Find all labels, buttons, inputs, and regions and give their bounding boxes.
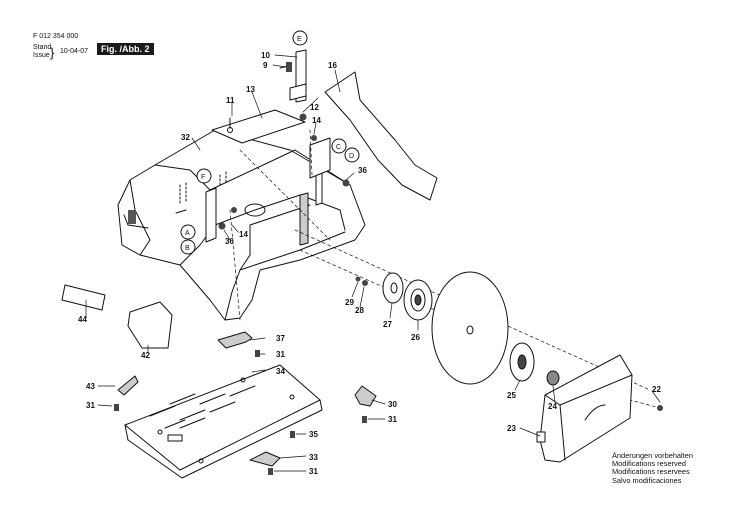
callout-letter: C bbox=[336, 144, 341, 151]
part-label: 23 bbox=[507, 424, 516, 433]
part-label: 24 bbox=[548, 402, 557, 411]
notice-line: Modifications reserved bbox=[612, 459, 686, 469]
part-label: 22 bbox=[652, 385, 661, 394]
callout-letter: F bbox=[201, 174, 205, 181]
part-label: 31 bbox=[309, 467, 318, 476]
small-screws bbox=[114, 350, 367, 475]
callout-letter: A bbox=[185, 230, 190, 237]
part-label: 32 bbox=[181, 133, 190, 142]
guard-16 bbox=[324, 71, 438, 201]
issue-date: 10-04-07 bbox=[60, 48, 89, 55]
clip-43 bbox=[117, 375, 139, 396]
part-number: F 012 354 000 bbox=[33, 33, 79, 40]
flange-26 bbox=[403, 279, 433, 321]
part-label: 30 bbox=[388, 400, 397, 409]
flange-25 bbox=[509, 342, 535, 382]
part-label: 9 bbox=[263, 61, 268, 70]
part-label: 25 bbox=[507, 391, 516, 400]
part-label: 44 bbox=[78, 315, 87, 324]
part-label: 10 bbox=[261, 51, 270, 60]
part-label: 26 bbox=[411, 333, 420, 342]
part-label: 33 bbox=[309, 453, 318, 462]
cutting-blade bbox=[431, 271, 509, 385]
part-label: 14 bbox=[312, 116, 321, 125]
part-label: 37 bbox=[276, 334, 285, 343]
part-label: 27 bbox=[383, 320, 392, 329]
part-label: 42 bbox=[141, 351, 150, 360]
stand-label: Stand bbox=[33, 44, 52, 51]
issue-label: Issue bbox=[33, 52, 50, 59]
clip-37 bbox=[217, 331, 253, 349]
base-plate-34 bbox=[124, 364, 323, 479]
callout-letter: B bbox=[185, 245, 190, 252]
part-label: 36 bbox=[225, 237, 234, 246]
upright-bars bbox=[205, 137, 331, 246]
part-label: 29 bbox=[345, 298, 354, 307]
bracket-10 bbox=[279, 49, 307, 103]
part-label: 35 bbox=[309, 430, 318, 439]
part-label: 36 bbox=[358, 166, 367, 175]
callout-letter: D bbox=[349, 153, 354, 160]
pad-42 bbox=[127, 301, 173, 349]
clip-30 bbox=[354, 385, 377, 407]
part-label: 12 bbox=[310, 103, 319, 112]
pad-44 bbox=[61, 284, 106, 311]
brace-glyph: } bbox=[50, 45, 55, 60]
part-label: 11 bbox=[226, 96, 235, 105]
cover-23 bbox=[536, 354, 633, 463]
plate-13 bbox=[211, 109, 306, 144]
part-label: 34 bbox=[276, 367, 285, 376]
clip-33 bbox=[249, 451, 281, 467]
notice-line: Modifications reservees bbox=[612, 467, 690, 477]
fasteners bbox=[218, 113, 663, 411]
figure-label: Fig. /Abb. 2 bbox=[97, 43, 154, 55]
part-label: 31 bbox=[86, 401, 95, 410]
callout-letter: E bbox=[297, 36, 302, 43]
leader-lines bbox=[85, 54, 661, 472]
part-label: 13 bbox=[246, 85, 255, 94]
notice-line: Änderungen vorbehalten bbox=[612, 451, 693, 460]
washer-27 bbox=[382, 272, 404, 304]
part-label: 14 bbox=[239, 230, 248, 239]
part-label: 28 bbox=[355, 306, 364, 315]
part-label: 31 bbox=[388, 415, 397, 424]
part-label: 16 bbox=[328, 61, 337, 70]
notice-line: Salvo modificaciones bbox=[612, 475, 682, 485]
nut-24 bbox=[546, 370, 560, 386]
letter-callouts bbox=[180, 30, 360, 255]
part-label: 31 bbox=[276, 350, 285, 359]
part-label: 43 bbox=[86, 382, 95, 391]
notice-block: Änderungen vorbehalten Modifications res… bbox=[612, 451, 693, 485]
